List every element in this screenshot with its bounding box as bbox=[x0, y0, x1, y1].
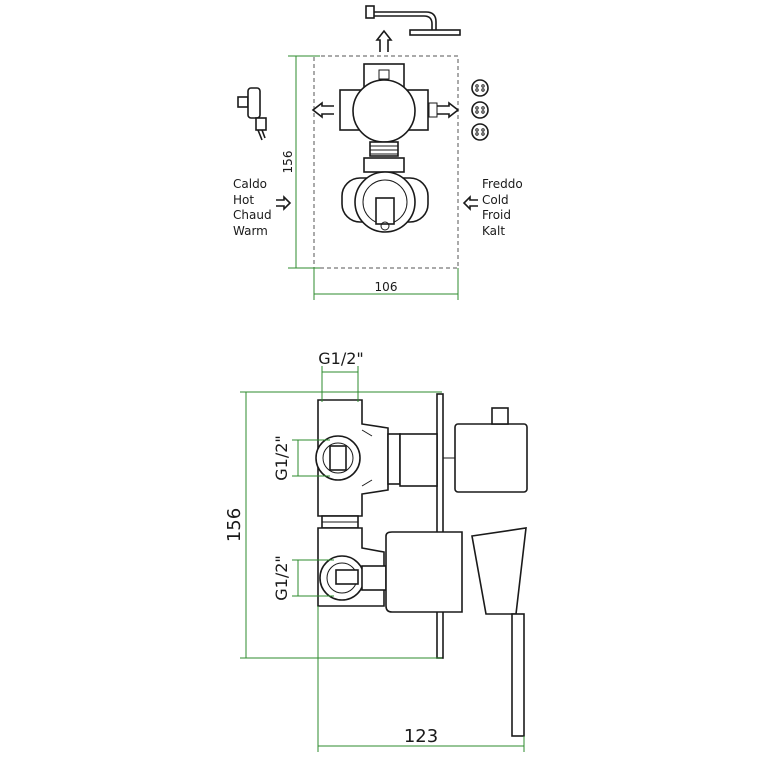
knob-indicator bbox=[491, 407, 509, 425]
mixer-stem bbox=[361, 565, 387, 591]
lower-thread-value: G1/2" bbox=[272, 555, 291, 601]
top-width-dimension: 106 bbox=[313, 268, 459, 300]
lever-handle bbox=[511, 613, 525, 737]
body-jets-icon bbox=[471, 79, 489, 141]
hot-inlet-labels: Caldo Hot Chaud Warm bbox=[233, 177, 272, 238]
side-depth-dimension: 123 bbox=[317, 606, 525, 752]
knob-body bbox=[454, 423, 528, 493]
cold-label-en: Cold bbox=[482, 193, 509, 207]
diverter-right-port bbox=[428, 102, 438, 118]
overhead-shower-icon bbox=[365, 5, 461, 36]
cold-label-de: Kalt bbox=[482, 224, 505, 238]
diverter-stem bbox=[399, 433, 438, 487]
side-height-value: 156 bbox=[224, 508, 245, 542]
hot-label-en: Hot bbox=[233, 193, 254, 207]
diverter-port-inner bbox=[322, 442, 354, 474]
top-height-value: 156 bbox=[281, 151, 295, 174]
hot-label-it: Caldo bbox=[233, 177, 267, 191]
cold-label-it: Freddo bbox=[482, 177, 523, 191]
top-thread-dimension: G1/2" bbox=[318, 349, 364, 402]
top-height-dimension: 156 bbox=[281, 55, 320, 269]
hot-label-fr: Chaud bbox=[233, 208, 272, 222]
diverter-cartridge bbox=[352, 79, 416, 143]
diverter-nut bbox=[387, 433, 401, 485]
mixer-neck bbox=[363, 157, 405, 173]
side-view: G1/2" G1/2" G1/2" 156 123 bbox=[224, 349, 528, 752]
cold-inlet-arrow-icon bbox=[462, 195, 478, 211]
side-diverter-body bbox=[315, 399, 438, 517]
mixer-spindle bbox=[375, 197, 395, 225]
outlet-arrows bbox=[276, 29, 478, 211]
top-view: 156 106 Caldo Hot Chaud Warm Freddo Cold… bbox=[233, 5, 523, 300]
hand-shower-icon bbox=[237, 87, 267, 141]
diverter-knob bbox=[443, 407, 528, 493]
lower-thread-dimension: G1/2" bbox=[272, 555, 334, 601]
cold-label-fr: Froid bbox=[482, 208, 511, 222]
top-thread-value: G1/2" bbox=[318, 349, 364, 368]
upper-thread-dimension: G1/2" bbox=[272, 435, 330, 481]
lever-cap bbox=[471, 527, 527, 615]
side-mixer-body bbox=[317, 515, 387, 607]
upper-thread-value: G1/2" bbox=[272, 435, 291, 481]
side-height-dimension: 156 bbox=[224, 391, 442, 659]
side-depth-value: 123 bbox=[404, 726, 438, 747]
hot-label-de: Warm bbox=[233, 224, 268, 238]
top-width-value: 106 bbox=[375, 280, 398, 294]
hot-inlet-arrow-icon bbox=[276, 195, 292, 211]
arrow-up-icon bbox=[375, 29, 393, 52]
arrow-left-icon bbox=[311, 101, 334, 119]
cold-inlet-labels: Freddo Cold Froid Kalt bbox=[482, 177, 523, 238]
mixer-body bbox=[341, 157, 429, 233]
arrow-right-icon bbox=[437, 101, 460, 119]
diverter-top-port bbox=[378, 69, 390, 80]
wall-plate-outline bbox=[313, 55, 459, 269]
wall-plate bbox=[436, 393, 444, 659]
mixer-lever bbox=[385, 527, 527, 737]
lever-body bbox=[385, 531, 463, 613]
diverter-body bbox=[339, 63, 438, 157]
